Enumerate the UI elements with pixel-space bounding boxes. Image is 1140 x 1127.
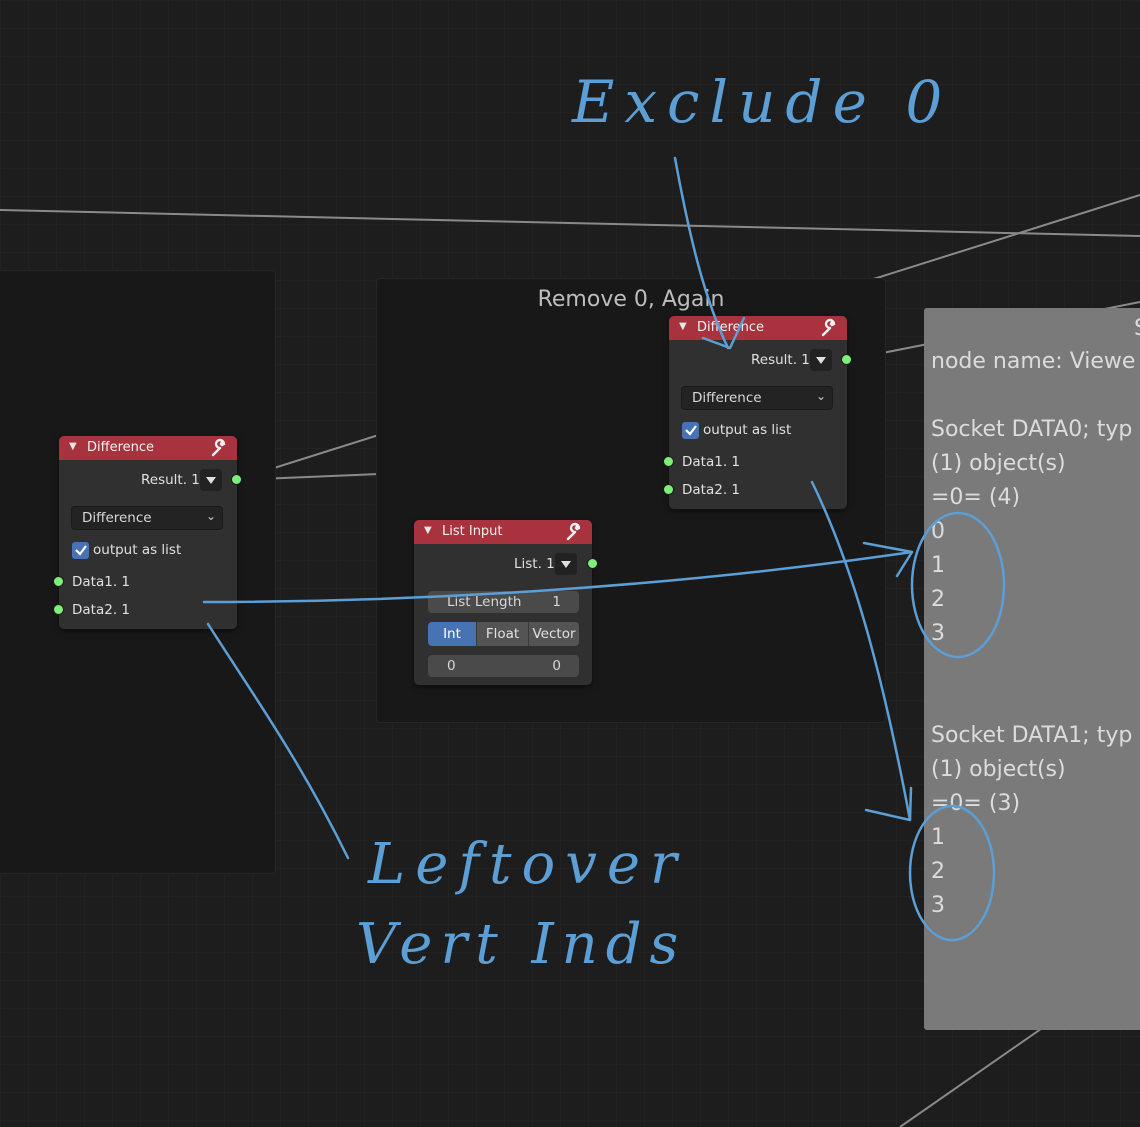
socket0-count: =0= (4) bbox=[931, 485, 1021, 510]
result-output-label: Result. 1 bbox=[751, 352, 810, 368]
list-value-field[interactable]: 0 0 bbox=[428, 655, 579, 677]
exclude-arrowhead bbox=[701, 316, 746, 350]
mode-select-value: Difference bbox=[692, 390, 762, 406]
socket-result-right[interactable] bbox=[841, 354, 852, 365]
list-input-node[interactable]: ▼ List Input List. 1 List Length 1 Int F… bbox=[414, 520, 592, 685]
list-value-left: 0 bbox=[447, 658, 456, 674]
difference-node-right[interactable]: ▼ Difference Result. 1 Difference ⌄ outp… bbox=[669, 316, 847, 509]
leftover-arrowhead bbox=[862, 541, 914, 578]
socket-data1-right[interactable] bbox=[663, 456, 674, 467]
socket1-count: =0= (3) bbox=[931, 791, 1021, 816]
socket0-value: 0 bbox=[931, 519, 945, 544]
list-length-value: 1 bbox=[552, 594, 561, 610]
input-data2-label: Data2. 1 bbox=[682, 482, 740, 498]
collapse-icon[interactable]: ▼ bbox=[424, 525, 432, 536]
socket1-value: 2 bbox=[931, 859, 945, 884]
socket-data2-left[interactable] bbox=[53, 604, 64, 615]
collapse-icon[interactable]: ▼ bbox=[679, 321, 687, 332]
leftover-pointer bbox=[206, 622, 350, 860]
mode-select[interactable]: Difference ⌄ bbox=[681, 386, 833, 410]
circle-socket0 bbox=[910, 511, 1006, 659]
output-menu-button[interactable] bbox=[200, 469, 222, 491]
wrench-icon[interactable] bbox=[209, 438, 229, 458]
socket-result-left[interactable] bbox=[231, 474, 242, 485]
viewer-node-name: node name: Viewe bbox=[931, 349, 1136, 374]
input-data2-label: Data2. 1 bbox=[72, 602, 130, 618]
output-menu-button[interactable] bbox=[555, 553, 577, 575]
data2-arrowhead bbox=[864, 786, 913, 822]
exclude-arrow bbox=[673, 156, 730, 350]
mode-select[interactable]: Difference ⌄ bbox=[71, 506, 223, 530]
output-menu-button[interactable] bbox=[810, 349, 832, 371]
check-icon bbox=[685, 425, 697, 436]
socket0-value: 3 bbox=[931, 621, 945, 646]
node-header[interactable]: ▼ List Input bbox=[414, 520, 592, 544]
list-length-label: List Length bbox=[447, 594, 522, 610]
list-length-field[interactable]: List Length 1 bbox=[428, 591, 579, 613]
socket0-objects: (1) object(s) bbox=[931, 451, 1066, 476]
type-float-button[interactable]: Float bbox=[477, 622, 529, 646]
chevron-down-icon: ⌄ bbox=[205, 509, 216, 523]
chevron-down-icon: ⌄ bbox=[815, 389, 826, 403]
leftover-arrow bbox=[202, 550, 914, 604]
input-data1-label: Data1. 1 bbox=[72, 574, 130, 590]
socket0-value: 2 bbox=[931, 587, 945, 612]
annotation-exclude: Exclude 0 bbox=[572, 68, 953, 136]
output-as-list-checkbox[interactable] bbox=[72, 542, 89, 559]
socket0-header: Socket DATA0; typ bbox=[931, 417, 1133, 442]
check-icon bbox=[75, 545, 87, 556]
result-output-label: Result. 1 bbox=[141, 472, 200, 488]
difference-node-left[interactable]: ▼ Difference Result. 1 Difference ⌄ outp… bbox=[59, 436, 237, 629]
viewer-title-fragment: S bbox=[1134, 316, 1140, 341]
node-title: Difference bbox=[697, 320, 765, 335]
frame-label: Remove 0, Again bbox=[537, 287, 725, 312]
node-header[interactable]: ▼ Difference bbox=[669, 316, 847, 340]
socket1-objects: (1) object(s) bbox=[931, 757, 1066, 782]
node-header[interactable]: ▼ Difference bbox=[59, 436, 237, 460]
mode-select-value: Difference bbox=[82, 510, 152, 526]
socket-data2-right[interactable] bbox=[663, 484, 674, 495]
collapse-icon[interactable]: ▼ bbox=[69, 441, 77, 452]
output-as-list-label: output as list bbox=[93, 542, 182, 558]
list-value-right: 0 bbox=[552, 658, 561, 674]
socket-data1-left[interactable] bbox=[53, 576, 64, 587]
annotation-vert-inds: Vert Inds bbox=[356, 912, 687, 977]
type-vector-button[interactable]: Vector bbox=[529, 622, 579, 646]
wrench-icon[interactable] bbox=[819, 318, 839, 338]
socket-list-output[interactable] bbox=[587, 558, 598, 569]
node-title: Difference bbox=[87, 440, 155, 455]
socket1-value: 3 bbox=[931, 893, 945, 918]
socket1-header: Socket DATA1; typ bbox=[931, 723, 1133, 748]
output-as-list-checkbox[interactable] bbox=[682, 422, 699, 439]
input-data1-label: Data1. 1 bbox=[682, 454, 740, 470]
socket0-value: 1 bbox=[931, 553, 945, 578]
output-as-list-label: output as list bbox=[703, 422, 792, 438]
viewer-text-panel: S node name: Viewe Socket DATA0; typ (1)… bbox=[924, 308, 1140, 1030]
data2-to-viewer bbox=[810, 480, 912, 822]
node-title: List Input bbox=[442, 524, 503, 539]
socket1-value: 1 bbox=[931, 825, 945, 850]
type-int-button[interactable]: Int bbox=[428, 622, 477, 646]
list-output-label: List. 1 bbox=[514, 556, 555, 572]
wrench-icon[interactable] bbox=[564, 522, 584, 542]
annotation-leftover: Leftover bbox=[368, 832, 687, 897]
circle-socket1 bbox=[908, 804, 996, 942]
